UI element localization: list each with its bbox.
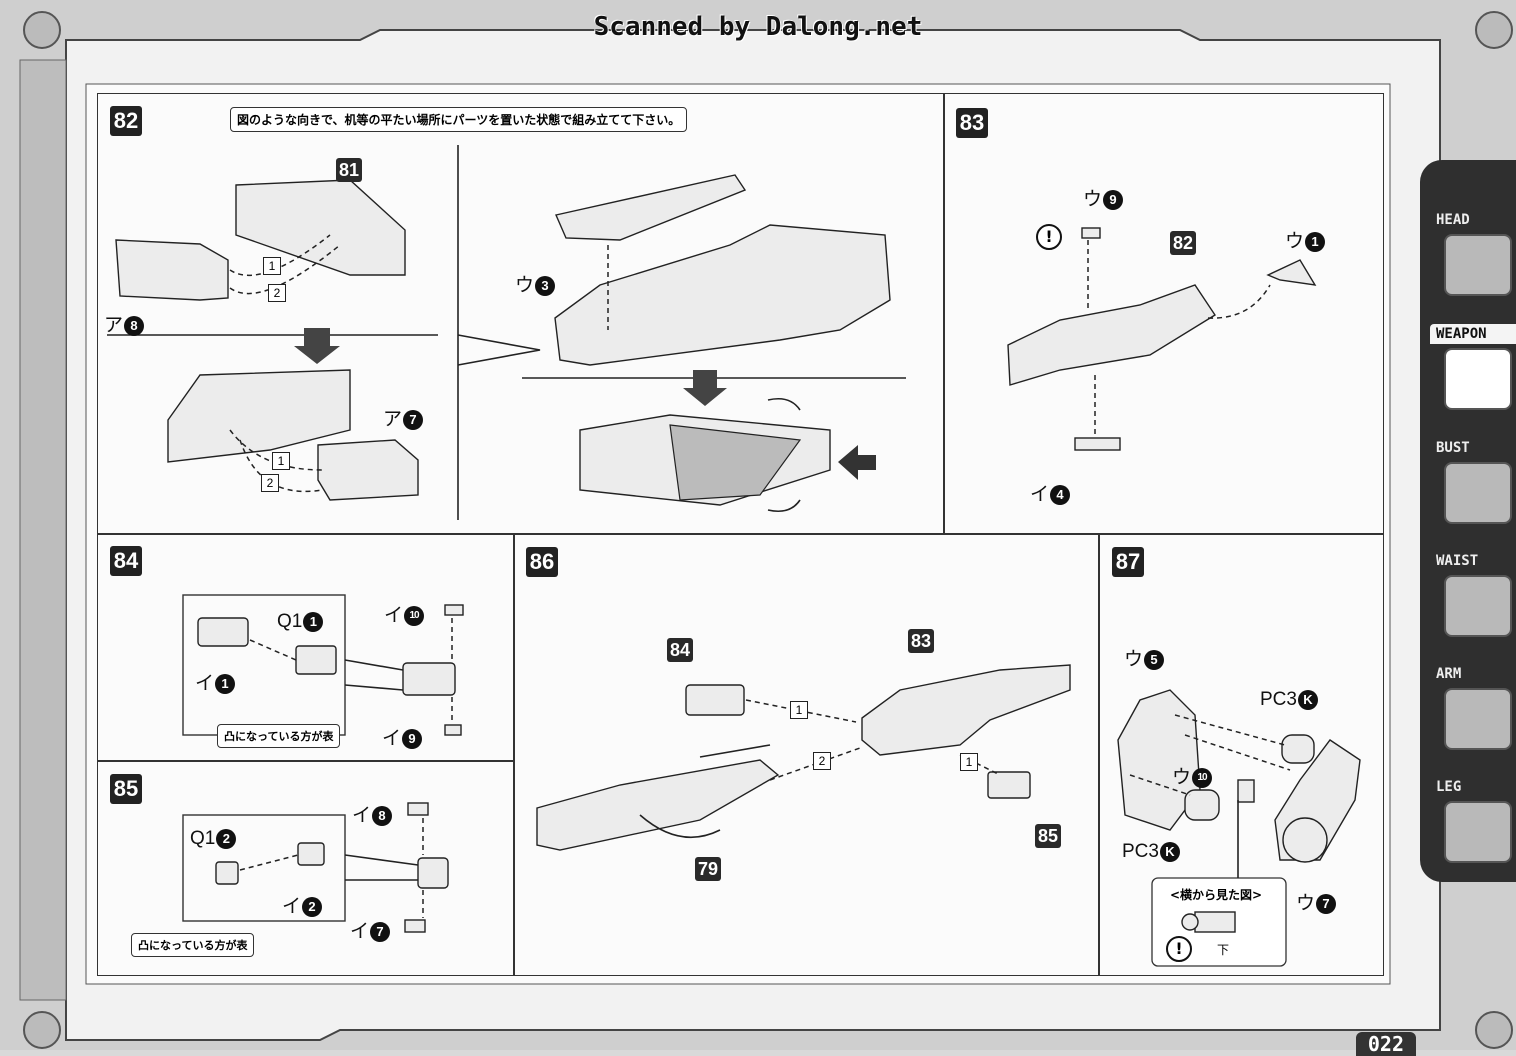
- tab-label: HEAD: [1436, 212, 1470, 228]
- step-number-83: 83: [956, 108, 988, 138]
- order-marker: 1: [263, 257, 281, 275]
- tab-bust[interactable]: BUST: [1430, 438, 1516, 524]
- order-marker: 2: [813, 752, 831, 770]
- page-number: 022: [1355, 1032, 1416, 1056]
- tab-label: WEAPON: [1430, 324, 1516, 344]
- tab-waist[interactable]: WAIST: [1430, 551, 1516, 637]
- head-thumbnail: [1444, 234, 1512, 296]
- panel-step-87: [1098, 533, 1384, 976]
- front-side-note: 凸になっている方が表: [131, 933, 255, 957]
- step-number-82: 82: [110, 106, 142, 136]
- waist-thumbnail: [1444, 575, 1512, 637]
- step-number-87: 87: [1112, 547, 1144, 577]
- order-marker: 2: [268, 284, 286, 302]
- side-view-title: <横から見た図>: [1170, 888, 1263, 902]
- tab-arm[interactable]: ARM: [1430, 664, 1516, 750]
- side-view-bottom-label: 下: [1217, 943, 1230, 957]
- ref-step-81: 81: [336, 158, 362, 182]
- order-marker: 1: [960, 753, 978, 771]
- step-number-85: 85: [110, 774, 142, 804]
- tab-head[interactable]: HEAD: [1430, 210, 1516, 296]
- leg-thumbnail: [1444, 801, 1512, 863]
- ref-step-82: 82: [1170, 231, 1196, 255]
- tab-leg[interactable]: LEG: [1430, 777, 1516, 863]
- watermark: Scanned by Dalong.net: [593, 12, 923, 42]
- ref-step-84: 84: [667, 638, 693, 662]
- bust-thumbnail: [1444, 462, 1512, 524]
- tab-label: LEG: [1436, 779, 1462, 795]
- weapon-thumbnail: [1444, 348, 1512, 410]
- step-number-84: 84: [110, 546, 142, 576]
- order-marker: 2: [261, 474, 279, 492]
- caution-icon: !: [1166, 936, 1192, 962]
- tab-label: WAIST: [1436, 553, 1479, 569]
- panel-step-82: [97, 93, 945, 535]
- tab-label: BUST: [1436, 440, 1470, 456]
- order-marker: 1: [272, 452, 290, 470]
- panel-step-83: [943, 93, 1384, 535]
- ref-step-83: 83: [908, 629, 934, 653]
- panel-step-84: [97, 533, 515, 762]
- tab-weapon[interactable]: WEAPON: [1430, 324, 1516, 410]
- front-side-note: 凸になっている方が表: [217, 724, 341, 748]
- assembly-note: 図のような向きで、机等の平たい場所にパーツを置いた状態で組み立てて下さい。: [230, 107, 688, 132]
- panel-step-86: [513, 533, 1100, 976]
- panel-step-85: [97, 760, 515, 976]
- caution-icon: !: [1036, 224, 1062, 250]
- ref-step-85: 85: [1035, 824, 1061, 848]
- tab-label: ARM: [1436, 666, 1462, 682]
- arm-thumbnail: [1444, 688, 1512, 750]
- order-marker: 1: [790, 701, 808, 719]
- ref-step-79: 79: [695, 857, 721, 881]
- step-number-86: 86: [526, 547, 558, 577]
